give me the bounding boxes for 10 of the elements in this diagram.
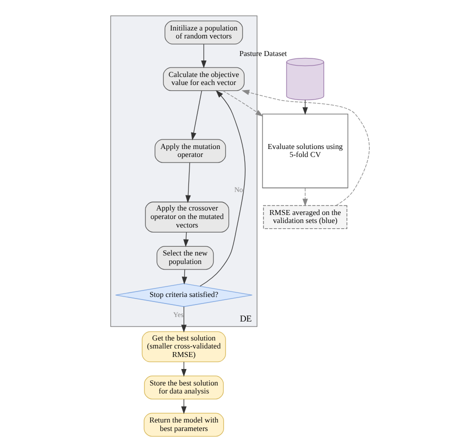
arrow bbox=[302, 188, 308, 206]
arrow bbox=[222, 90, 263, 117]
arrow bbox=[181, 269, 187, 284]
arrow bbox=[241, 90, 370, 206]
arrow bbox=[199, 90, 245, 286]
arrow bbox=[184, 162, 190, 203]
arrow bbox=[182, 232, 188, 248]
arrow bbox=[180, 306, 186, 333]
arrow bbox=[200, 44, 206, 68]
arrow bbox=[190, 90, 202, 140]
